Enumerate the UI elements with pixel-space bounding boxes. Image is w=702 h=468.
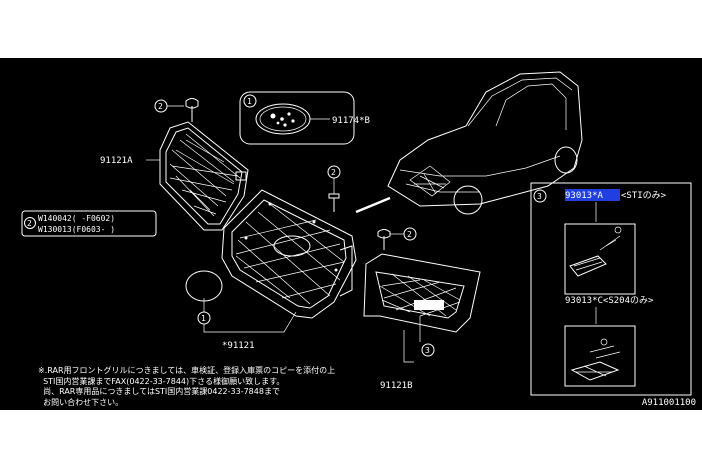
screw-middle[interactable]: 2: [327, 165, 341, 212]
svg-text:2: 2: [331, 168, 336, 177]
grille-91121B[interactable]: 3 91121B: [363, 253, 481, 391]
svg-text:2: 2: [27, 219, 32, 228]
part-93013A: 93013*A: [565, 191, 604, 201]
footnote: ※.RAR用フロントグリルにつきましては、車検証、登録入庫票のコピーを添付の上 …: [38, 366, 368, 408]
grille-91121B-number: 91121B: [380, 381, 413, 391]
footnote-line: STI国内営業課までFAX(0422-33-7844)下さる様御願い致します。: [38, 376, 285, 386]
svg-text:3: 3: [537, 192, 542, 201]
detail-box[interactable]: 3 93013*A <STIのみ> 93013*C<S204のみ>: [530, 182, 692, 396]
bolt-ref-line2: W130013(F0603- ): [38, 225, 115, 234]
footnote-line: ※.RAR用フロントグリルにつきましては、車検証、登録入庫票のコピーを添付の上: [38, 366, 336, 375]
diagram-canvas: 91174*B 1 2 91121A 2 W140042( -F0602) W1…: [0, 58, 702, 410]
bolt-reference[interactable]: 2 W140042( -F0602) W130013(F0603- ): [21, 210, 157, 237]
car-illustration: [355, 71, 583, 215]
emblem-callout: 1: [247, 97, 252, 106]
figure-id: A911001100: [641, 398, 696, 408]
emblem-part[interactable]: 91174*B 1: [239, 91, 370, 145]
grille-91121A-number: 91121A: [100, 156, 133, 166]
grille-main-91121[interactable]: 1 *91121: [185, 189, 357, 351]
svg-text:2: 2: [407, 230, 412, 239]
svg-text:1: 1: [201, 314, 206, 323]
svg-text:2: 2: [158, 102, 163, 111]
footnote-line: 尚、RAR専用品につきましてはSTI国内営業課0422-33-7848まで: [38, 387, 280, 396]
emblem-part-number: 91174*B: [332, 116, 370, 126]
clip-right[interactable]: 2: [377, 227, 417, 250]
part-93013A-suffix: <STIのみ>: [621, 190, 667, 201]
grille-91121A[interactable]: 91121A: [100, 121, 249, 231]
svg-text:3: 3: [425, 346, 430, 355]
footnote-line: お問い合わせ下さい。: [38, 397, 124, 407]
bolt-ref-line1: W140042( -F0602): [38, 214, 115, 223]
clip-top-left[interactable]: 2: [154, 98, 199, 123]
grille-main-number: *91121: [222, 341, 255, 351]
part-93013C: 93013*C<S204のみ>: [565, 295, 654, 306]
